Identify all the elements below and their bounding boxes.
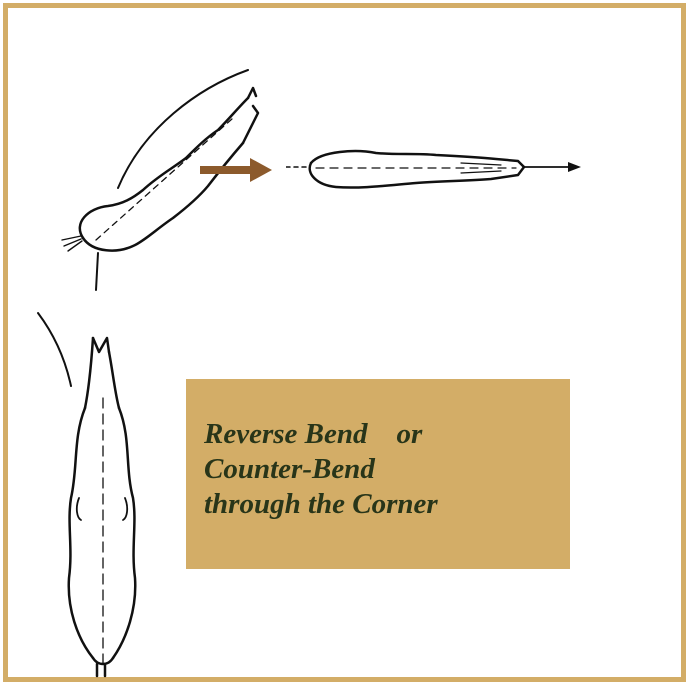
caption-line-1: Reverse Bend or bbox=[204, 418, 422, 450]
caption-line-3: through the Corner bbox=[204, 488, 438, 520]
horse-sketch-straight-icon bbox=[286, 133, 586, 213]
diagram-frame: Reverse Bend or Counter-Bend through the… bbox=[3, 3, 686, 682]
caption-text: Reverse Bend or Counter-Bend through the… bbox=[204, 417, 438, 522]
horse-sketch-vertical-icon bbox=[33, 308, 163, 678]
caption-line-2: Counter-Bend bbox=[204, 453, 375, 485]
caption-box: Reverse Bend or Counter-Bend through the… bbox=[186, 379, 570, 569]
transition-arrow-icon bbox=[200, 156, 280, 186]
